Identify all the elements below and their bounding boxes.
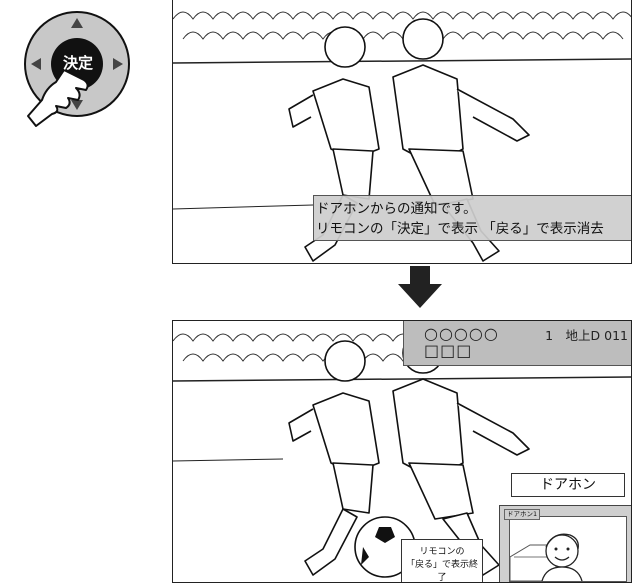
program-name: ○○○○○	[424, 324, 499, 343]
hint-line-1: リモコンの	[419, 547, 465, 557]
doorphone-notification[interactable]: ドアホンからの通知です。 リモコンの「決定」で表示 「戻る」で表示消去	[313, 195, 631, 241]
hint-line-2: 「戻る」で表示終了	[405, 560, 478, 583]
doorphone-video-window[interactable]: ドアホン1	[499, 505, 631, 582]
down-arrow-icon	[396, 266, 444, 310]
pip-tag: ドアホン1	[504, 509, 541, 520]
program-sub: □□□	[424, 341, 473, 360]
visitor-image	[510, 533, 583, 581]
return-hint: リモコンの 「戻る」で表示終了	[401, 539, 483, 583]
down-arrow-icon	[71, 100, 83, 110]
doorphone-camera-view	[509, 516, 627, 582]
notice-line-2: リモコンの「決定」で表示 「戻る」で表示消去	[316, 221, 604, 237]
doorphone-label: ドアホン	[511, 473, 625, 497]
tv-screen-before: ドアホンからの通知です。 リモコンの「決定」で表示 「戻る」で表示消去	[172, 0, 632, 264]
remote-control: 決定	[22, 8, 162, 148]
right-arrow-icon	[113, 58, 123, 70]
left-arrow-icon	[31, 58, 41, 70]
tv-screen-after: ○○○○○ □□□ 1 地上D 011 ドアホン ドアホン1 リモコンの 「戻る…	[172, 320, 632, 583]
channel-banner: ○○○○○ □□□ 1 地上D 011	[403, 321, 631, 366]
remote-center-label: 決定	[62, 54, 93, 72]
pointing-hand-icon	[27, 65, 89, 127]
channel-number: 1 地上D 011	[545, 328, 628, 343]
notice-line-1: ドアホンからの通知です。	[316, 201, 477, 217]
up-arrow-icon	[71, 18, 83, 28]
soccer-scene	[173, 332, 631, 578]
